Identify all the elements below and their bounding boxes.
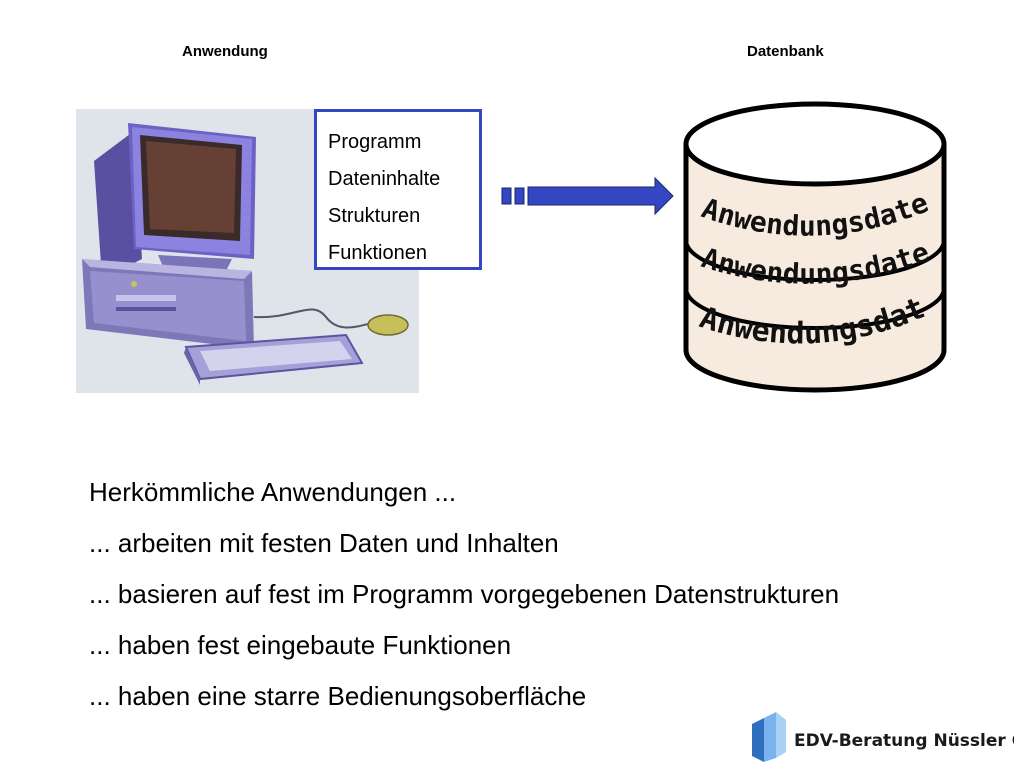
bullet-list: Herkömmliche Anwendungen ... ... arbeite… — [89, 467, 839, 722]
box-item-functions: Funktionen — [328, 242, 427, 264]
database-label: Datenbank — [747, 43, 824, 60]
bullet-line-3: ... basieren auf fest im Programm vorgeg… — [89, 579, 840, 609]
application-contents-box: Programm Dateninhalte Strukturen Funktio… — [314, 109, 482, 270]
bullet-line-5: ... haben eine starre Bedienungsoberfläc… — [89, 681, 587, 711]
box-item-structures: Strukturen — [328, 205, 421, 227]
database-cylinder: Anwendungsdaten Anwendungsdaten Anwendun… — [678, 98, 947, 393]
logo-text: EDV-Beratung Nüssler GmbH — [794, 731, 1014, 751]
box-item-program: Programm — [328, 131, 422, 153]
application-label: Anwendung — [182, 43, 268, 60]
bullet-line-1: Herkömmliche Anwendungen ... — [89, 477, 457, 507]
box-item-data-contents: Dateninhalte — [328, 168, 441, 190]
arrow-right-icon — [501, 176, 674, 216]
bullet-line-4: ... haben fest eingebaute Funktionen — [89, 630, 512, 660]
company-logo: EDV-Beratung Nüssler GmbH — [752, 712, 1014, 762]
bullet-line-2: ... arbeiten mit festen Daten und Inhalt… — [89, 528, 559, 558]
